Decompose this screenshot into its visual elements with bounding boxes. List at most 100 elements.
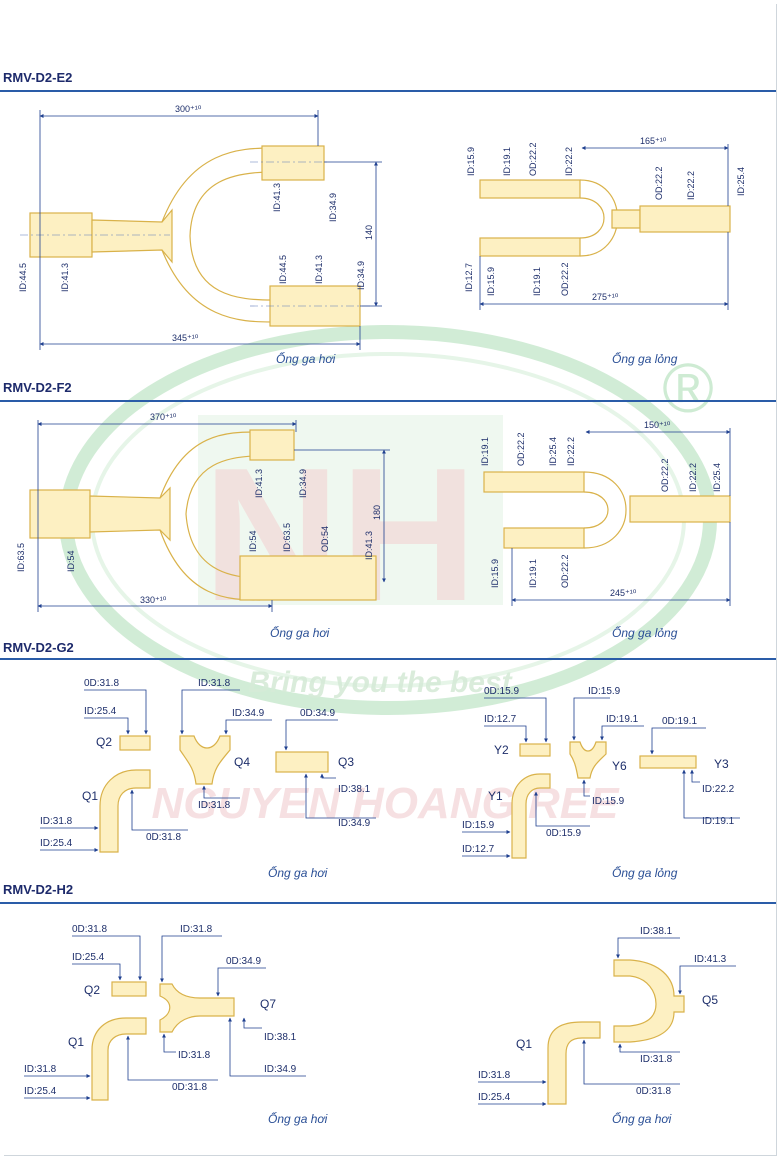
e2-gas-upper-fitting <box>261 145 325 181</box>
section-title-f2: RMV-D2-F2 <box>3 380 72 395</box>
h2-a-od-34-9: 0D:34.9 <box>226 956 261 967</box>
f2-gas-dim-370: 370⁺¹⁰ <box>150 412 177 422</box>
g2-liquid-id-19-1: ID:19.1 <box>606 714 639 725</box>
h2-q5-bend <box>613 959 685 1043</box>
e2-liquid-id-22-2-outlet: ID:22.2 <box>686 171 696 200</box>
section-divider-g2 <box>0 658 776 660</box>
g2-y6-label: Y6 <box>612 759 627 773</box>
caption-g2-gas: Ống ga hơi <box>268 866 328 880</box>
h2-q1-label: Q1 <box>68 1035 84 1049</box>
f2-gas-dim-330: 330⁺¹⁰ <box>140 595 167 605</box>
g2-liquid-id-15-9-bottom: ID:15.9 <box>592 796 625 807</box>
g2-y2-fitting <box>519 743 551 757</box>
g2-liquid-id-22-2: ID:22.2 <box>702 784 735 795</box>
section-divider-f2 <box>0 400 776 402</box>
h2-a-id-34-9: ID:34.9 <box>264 1064 297 1075</box>
e2-liquid-outlet-pipe <box>639 205 731 233</box>
e2-liquid-id-22-2: ID:22.2 <box>564 147 574 176</box>
section-divider-h2 <box>0 902 776 904</box>
f2-liquid-outlet-pipe <box>629 495 731 523</box>
caption-f2-liquid: Ống ga lỏng <box>612 626 678 640</box>
e2-liquid-drawing: 165⁺¹⁰ 275⁺¹⁰ ID:15.9 ID:19.1 OD:22.2 ID… <box>464 136 746 310</box>
h2-b-id-41-3: ID:41.3 <box>694 954 727 965</box>
caption-h2-gas-b: Ống ga hơi <box>612 1112 672 1126</box>
g2-y6-tee <box>569 741 607 779</box>
e2-liquid-od-22-2: OD:22.2 <box>528 142 538 176</box>
g2-liquid-id-15-9-top: ID:15.9 <box>588 686 621 697</box>
h2-a-id-38-1: ID:38.1 <box>264 1032 297 1043</box>
f2-gas-od-54: OD:54 <box>320 526 330 552</box>
section-title-g2: RMV-D2-G2 <box>3 640 74 655</box>
f2-gas-id-54: ID:54 <box>66 550 76 572</box>
g2-q3-reducer <box>275 751 329 773</box>
f2-liquid-u-bend <box>583 471 627 549</box>
g2-liquid-id-15-9-y1: ID:15.9 <box>462 820 495 831</box>
g2-q4-tee <box>179 735 231 785</box>
g2-y1-elbow <box>511 773 551 859</box>
f2-gas-id-63-5: ID:63.5 <box>16 543 26 572</box>
f2-gas-dim-180: 180 <box>372 505 382 520</box>
f2-gas-id-34-9-upper: ID:34.9 <box>298 469 308 498</box>
h2-a-id-25-4-q1: ID:25.4 <box>24 1086 57 1097</box>
g2-gas-id-25-4: ID:25.4 <box>84 706 117 717</box>
h2-q5-label: Q5 <box>702 993 718 1007</box>
f2-liquid-id-25-4: ID:25.4 <box>548 437 558 466</box>
g2-gas-id-38-1: ID:38.1 <box>338 784 371 795</box>
f2-gas-drawing: 370⁺¹⁰ 330⁺¹⁰ 180 ID:63.5 ID:54 ID:41.3 … <box>16 412 390 612</box>
h2-q1-elbow <box>91 1017 147 1101</box>
g2-gas-id-34-9-bottom: ID:34.9 <box>338 818 371 829</box>
g2-y1-label: Y1 <box>488 789 503 803</box>
g2-q4-label: Q4 <box>234 755 250 769</box>
g2-q1-label: Q1 <box>82 789 98 803</box>
g2-liquid-drawing: 0D:15.9 ID:12.7 Y2 ID:15.9 ID:19.1 Y6 ID… <box>462 686 740 859</box>
g2-liquid-od-19-1: 0D:19.1 <box>662 716 697 727</box>
g2-q3-label: Q3 <box>338 755 354 769</box>
e2-gas-dim-345: 345⁺¹⁰ <box>172 333 199 343</box>
e2-liquid-id-12-7: ID:12.7 <box>464 263 474 292</box>
h2-a-id-25-4: ID:25.4 <box>72 952 105 963</box>
page-frame <box>4 4 777 1156</box>
h2-b-id-31-8-q1: ID:31.8 <box>478 1070 511 1081</box>
h2-a-od-31-8-q1: 0D:31.8 <box>172 1082 207 1093</box>
e2-liquid-dim-275: 275⁺¹⁰ <box>592 292 619 302</box>
e2-gas-main-pipe <box>91 208 173 264</box>
e2-gas-id-34-9-upper: ID:34.9 <box>328 193 338 222</box>
f2-liquid-id-19-1: ID:19.1 <box>480 437 490 466</box>
g2-liquid-od-15-9-y1: 0D:15.9 <box>546 828 581 839</box>
caption-f2-gas: Ống ga hơi <box>270 626 330 640</box>
h2-q1-b-label: Q1 <box>516 1037 532 1051</box>
g2-gas-od-34-9: 0D:34.9 <box>300 708 335 719</box>
g2-liquid-id-12-7: ID:12.7 <box>484 714 517 725</box>
h2-b-id-25-4: ID:25.4 <box>478 1092 511 1103</box>
h2-set-b-drawing: ID:38.1 ID:41.3 Q5 Q1 ID:31.8 ID:31.8 0D… <box>478 926 736 1106</box>
f2-gas-id-41-3-lower: ID:41.3 <box>364 531 374 560</box>
e2-liquid-od-22-2-lower: OD:22.2 <box>560 262 570 296</box>
f2-liquid-id-15-9: ID:15.9 <box>490 559 500 588</box>
e2-gas-drawing: 300⁺¹⁰ 345⁺¹⁰ 140 ID:44.5 ID:41.3 ID:41.… <box>18 104 382 350</box>
section-title-h2: RMV-D2-H2 <box>3 882 74 897</box>
h2-b-id-31-8-q5: ID:31.8 <box>640 1054 673 1065</box>
caption-h2-gas-a: Ống ga hơi <box>268 1112 328 1126</box>
f2-gas-id-54-lower: ID:54 <box>248 530 258 552</box>
h2-q1-b-elbow <box>547 1021 601 1105</box>
caption-g2-liquid: Ống ga lỏng <box>612 866 678 880</box>
g2-gas-id-34-9: ID:34.9 <box>232 708 265 719</box>
section-divider-e2 <box>0 90 776 92</box>
watermark-slogan: Bring you the best <box>248 666 513 699</box>
h2-a-id-31-8-bottom: ID:31.8 <box>178 1050 211 1061</box>
g2-gas-id-25-4-q1: ID:25.4 <box>40 838 73 849</box>
f2-liquid-id-25-4-outlet: ID:25.4 <box>712 463 722 492</box>
g2-gas-id-31-8-bottom: ID:31.8 <box>198 800 231 811</box>
g2-gas-drawing: 0D:31.8 ID:25.4 Q2 ID:31.8 ID:34.9 Q4 ID… <box>40 678 376 853</box>
g2-y2-label: Y2 <box>494 743 509 757</box>
f2-liquid-id-19-1-lower: ID:19.1 <box>528 559 538 588</box>
caption-e2-liquid: Ống ga lỏng <box>612 352 678 366</box>
e2-liquid-upper-pipe <box>479 179 581 199</box>
e2-liquid-id-15-9-lower: ID:15.9 <box>486 267 496 296</box>
h2-a-id-31-8-top: ID:31.8 <box>180 924 213 935</box>
f2-liquid-od-22-2-outlet: OD:22.2 <box>660 458 670 492</box>
f2-liquid-lower-pipe <box>503 527 585 549</box>
e2-liquid-branch <box>611 209 641 229</box>
